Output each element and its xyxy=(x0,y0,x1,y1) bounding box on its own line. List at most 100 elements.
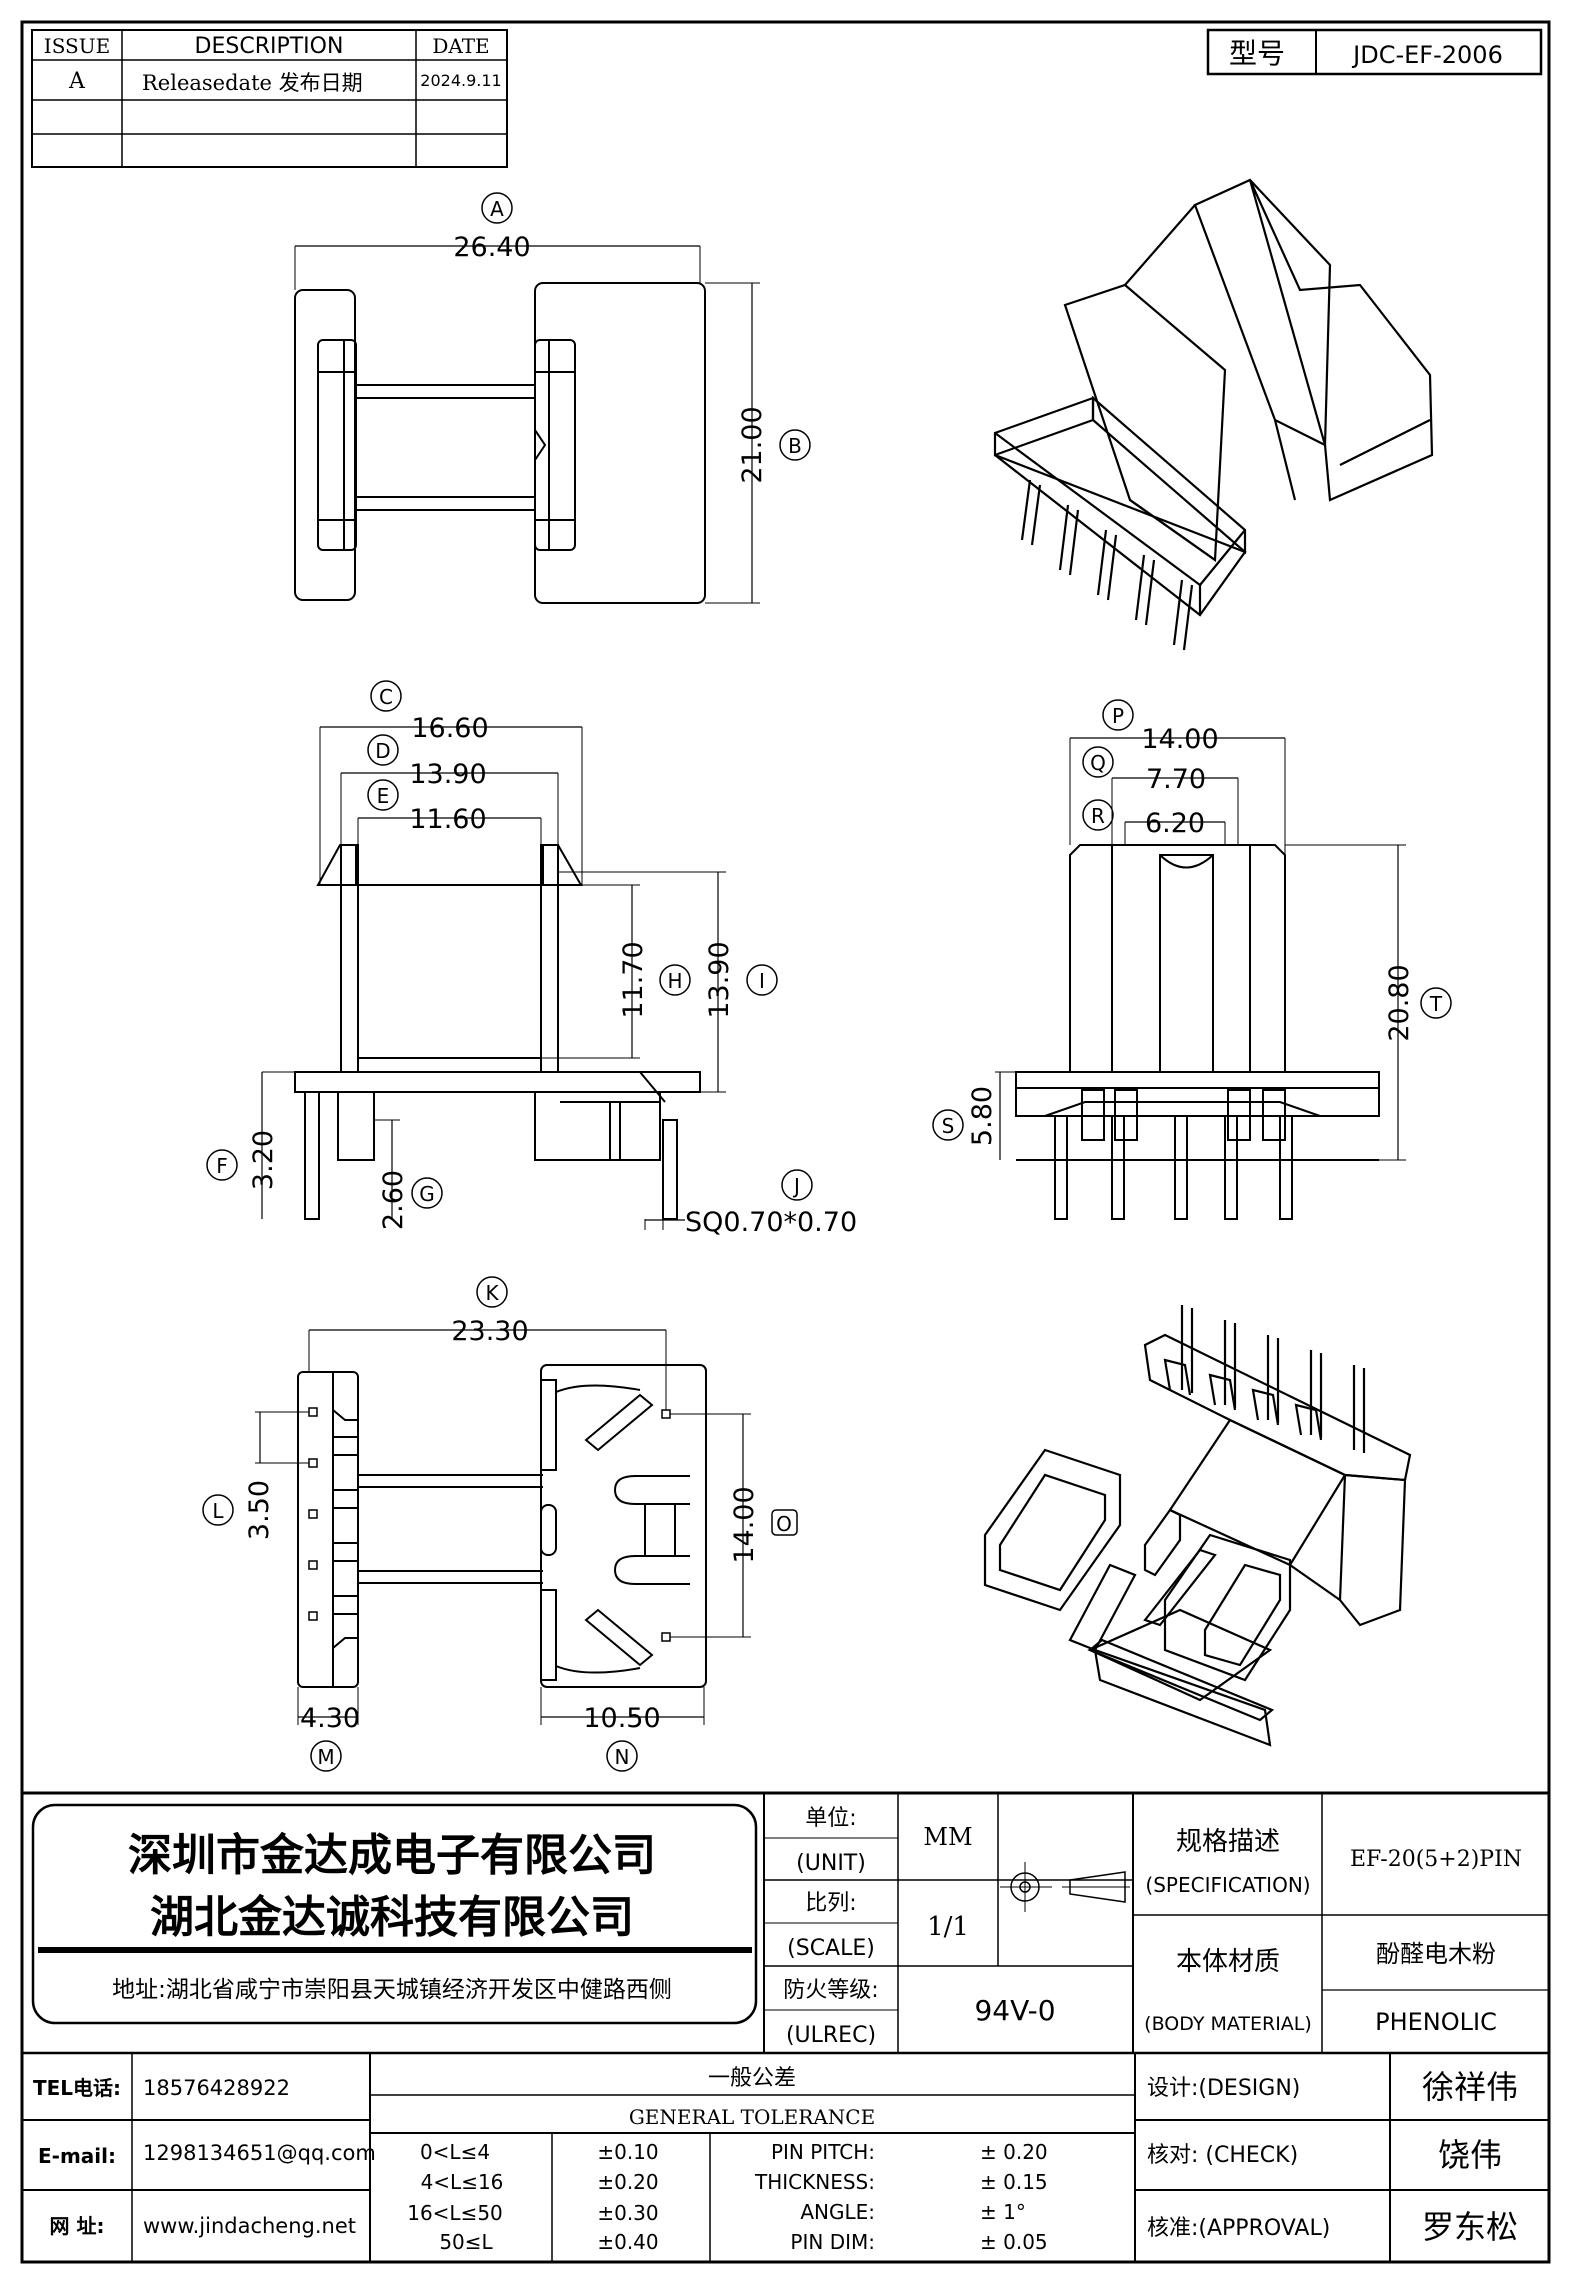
company-address: 地址:湖北省咸宁市崇阳县天城镇经济开发区中健路西侧 xyxy=(112,1977,672,2003)
revision-table: ISSUE DESCRIPTION DATE A Releasedate 发布日… xyxy=(31,29,508,168)
svg-text:S: S xyxy=(942,1114,955,1138)
tol-range-1: 0<L≤4 xyxy=(420,2140,490,2164)
tolerance-title-cn: 一般公差 xyxy=(708,2066,796,2091)
dim-I-value: 13.90 xyxy=(704,941,735,1018)
dim-B-value: 21.00 xyxy=(737,406,768,483)
svg-text:G: G xyxy=(419,1182,435,1206)
tol-other-2-value: ± 0.15 xyxy=(980,2170,1048,2194)
unit-label-en: (UNIT) xyxy=(796,1851,866,1876)
svg-text:C: C xyxy=(379,685,393,709)
svg-text:A: A xyxy=(490,197,504,221)
svg-text:B: B xyxy=(788,434,802,458)
svg-text:D: D xyxy=(375,739,390,763)
rev-header-date: DATE xyxy=(432,34,489,58)
dim-O: O 14.00 xyxy=(670,1413,798,1638)
dim-E: E 11.60 xyxy=(357,779,542,845)
dim-T-value: 20.80 xyxy=(1384,964,1415,1041)
tol-other-1-value: ± 0.20 xyxy=(980,2140,1048,2164)
model-label: 型号 xyxy=(1229,37,1285,70)
fire-label-en: (ULREC) xyxy=(786,2023,876,2048)
scale-label-cn: 比列: xyxy=(805,1891,856,1916)
dim-G: G 2.60 xyxy=(374,1119,443,1230)
tol-range-4: 50≤L xyxy=(439,2230,493,2254)
svg-text:E: E xyxy=(377,784,390,808)
model-value: JDC-EF-2006 xyxy=(1351,41,1503,69)
unit-label-cn: 单位: xyxy=(805,1806,856,1831)
bottom-view xyxy=(297,1364,707,1688)
tol-other-4-value: ± 0.05 xyxy=(980,2230,1048,2254)
svg-text:F: F xyxy=(216,1154,228,1178)
tol-other-4-name: PIN DIM: xyxy=(790,2230,875,2254)
projection-symbol xyxy=(1000,1862,1130,1912)
side-view xyxy=(1015,844,1380,1220)
dim-D-value: 13.90 xyxy=(409,759,486,790)
unit-value: MM xyxy=(923,1823,972,1851)
dim-H: H 11.70 xyxy=(541,884,691,1059)
svg-text:N: N xyxy=(615,1745,630,1769)
tol-other-3-name: ANGLE: xyxy=(800,2200,875,2224)
tol-other-2-name: THICKNESS: xyxy=(754,2170,875,2194)
dim-K-value: 23.30 xyxy=(451,1316,528,1347)
dim-C-value: 16.60 xyxy=(411,713,488,744)
material-label-cn: 本体材质 xyxy=(1176,1947,1280,1977)
svg-text:I: I xyxy=(759,969,765,993)
scale-value: 1/1 xyxy=(927,1912,969,1942)
svg-text:T: T xyxy=(1429,992,1443,1016)
svg-text:P: P xyxy=(1112,704,1124,728)
web-label: 网 址: xyxy=(50,2214,105,2238)
dim-O-value: 14.00 xyxy=(729,1486,760,1563)
rev-header-description: DESCRIPTION xyxy=(195,34,344,59)
svg-text:R: R xyxy=(1091,804,1105,828)
tol-other-3-value: ± 1° xyxy=(980,2200,1026,2224)
dim-E-value: 11.60 xyxy=(409,804,486,835)
model-box: 型号 JDC-EF-2006 xyxy=(1206,28,1543,76)
tel-label: TEL电话: xyxy=(33,2076,121,2100)
scale-label-en: (SCALE) xyxy=(787,1936,875,1961)
approval-name: 罗东松 xyxy=(1422,2208,1518,2246)
spec-value: EF-20(5+2)PIN xyxy=(1350,1847,1522,1872)
svg-text:L: L xyxy=(212,1499,224,1523)
svg-text:O: O xyxy=(776,1512,792,1536)
title-block: 深圳市金达成电子有限公司 湖北金达诚科技有限公司 地址:湖北省咸宁市崇阳县天城镇… xyxy=(22,1791,1549,2262)
material-value-cn: 酚醛电木粉 xyxy=(1376,1940,1496,1968)
rev-date: 2024.9.11 xyxy=(420,71,501,90)
dim-P-value: 14.00 xyxy=(1141,724,1218,755)
rev-issue: A xyxy=(68,69,86,94)
dim-C: C 16.60 xyxy=(319,680,583,885)
dim-N-value: 10.50 xyxy=(583,1703,660,1734)
dim-M: M 4.30 xyxy=(297,1687,360,1772)
dim-T: T 20.80 xyxy=(1285,844,1452,1161)
dim-G-value: 2.60 xyxy=(378,1170,409,1230)
tol-value-2: ±0.20 xyxy=(597,2170,658,2194)
dim-B: B 21.00 xyxy=(705,282,811,604)
pin-markers xyxy=(308,1407,671,1642)
dim-Q-value: 7.70 xyxy=(1146,764,1206,795)
web-value: www.jindacheng.net xyxy=(143,2214,356,2238)
check-label: 核对: (CHECK) xyxy=(1147,2143,1298,2168)
dim-P: P 14.00 xyxy=(1069,699,1286,855)
dim-H-value: 11.70 xyxy=(618,941,649,1018)
dim-S: S 5.80 xyxy=(932,1071,1016,1160)
company-name-1: 深圳市金达成电子有限公司 xyxy=(128,1830,656,1881)
dim-R: R 6.20 xyxy=(1082,799,1226,845)
dim-M-value: 4.30 xyxy=(300,1703,360,1734)
dim-L-value: 3.50 xyxy=(244,1480,275,1540)
email-label: E-mail: xyxy=(38,2144,116,2168)
dim-F-value: 3.20 xyxy=(248,1130,279,1190)
dim-A-value: 26.40 xyxy=(453,232,530,263)
tol-value-3: ±0.30 xyxy=(597,2201,658,2225)
tel-value: 18576428922 xyxy=(143,2076,290,2100)
material-label-en: (BODY MATERIAL) xyxy=(1144,2013,1312,2035)
spec-label-en: (SPECIFICATION) xyxy=(1145,1873,1310,1897)
svg-text:H: H xyxy=(667,969,682,993)
svg-text:Q: Q xyxy=(1090,751,1106,775)
spec-label-cn: 规格描述 xyxy=(1176,1827,1280,1857)
tol-range-2: 4<L≤16 xyxy=(421,2170,504,2194)
dim-Q: Q 7.70 xyxy=(1082,746,1239,845)
dim-F: F 3.20 xyxy=(206,1071,295,1219)
dim-S-value: 5.80 xyxy=(967,1086,998,1146)
tol-value-1: ±0.10 xyxy=(597,2140,658,2164)
rev-header-issue: ISSUE xyxy=(44,34,110,58)
material-value-en: PHENOLIC xyxy=(1375,2008,1497,2036)
